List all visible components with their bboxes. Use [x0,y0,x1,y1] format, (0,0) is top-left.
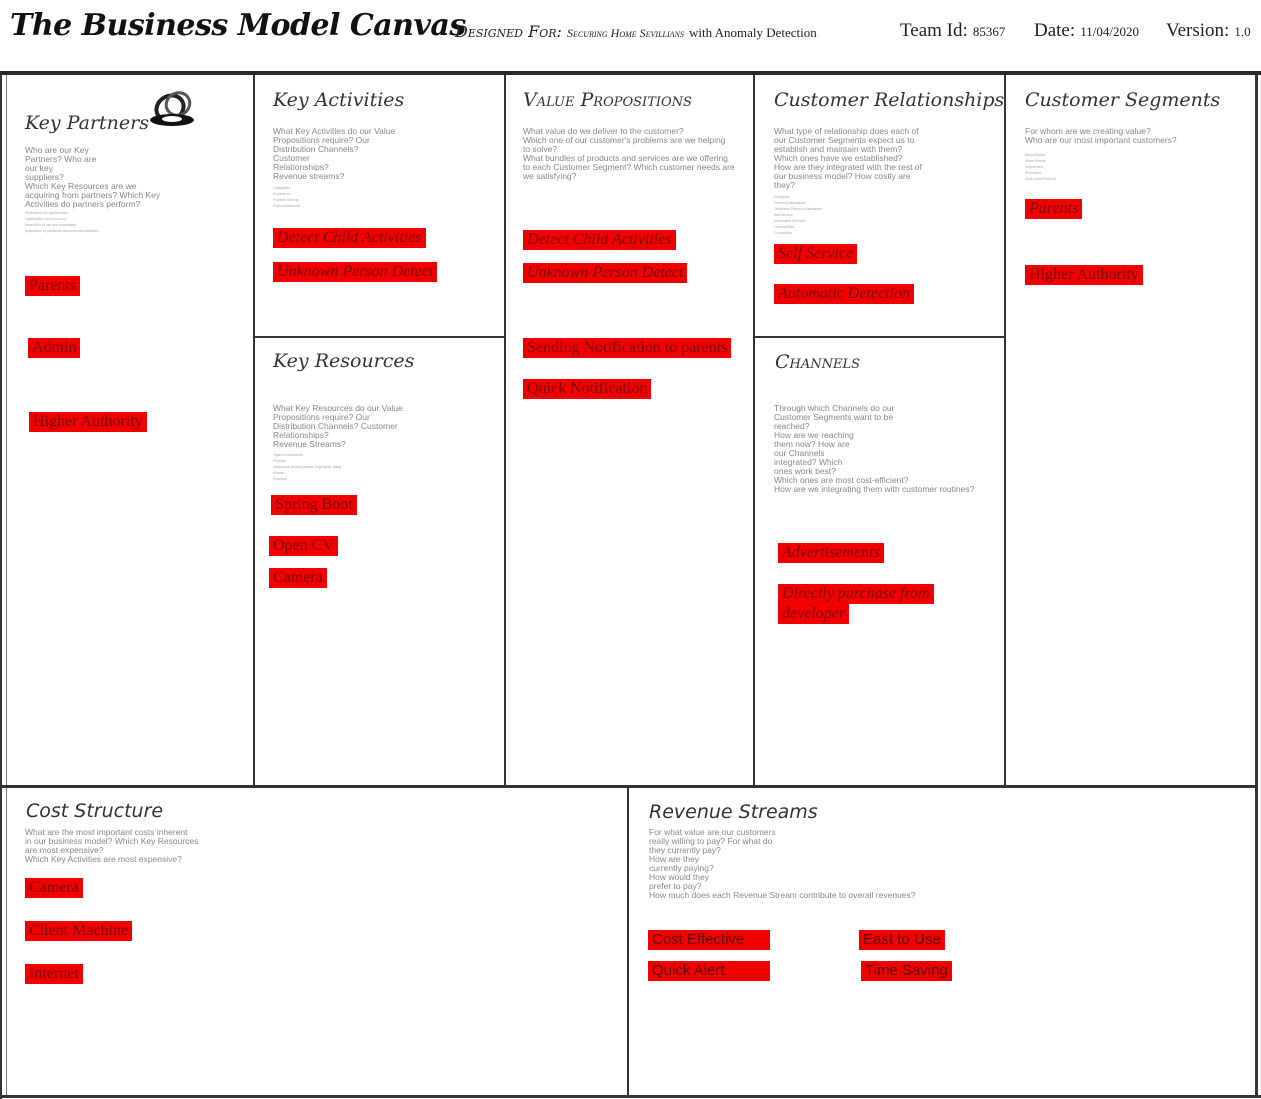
cost-structure-title: Cost Structure [26,800,164,822]
revenue-streams-item: Time Saving [861,961,952,981]
version: Version: 1.0 [1166,20,1251,42]
grid-col-1 [253,75,255,787]
grid-bottom-border [0,1095,1261,1098]
key-partners-item: Parents [25,276,81,296]
version-label: Version: [1166,20,1230,41]
key-resources-fineprint: Types of resources Physical Intellectual… [273,453,342,481]
key-partners-fineprint: Motivations for partnerships Optimizatio… [25,211,99,233]
revenue-streams-item: East to Use [859,930,945,950]
key-activities-fineprint: Categories Production Problem Solving Pl… [273,186,300,208]
value-propositions-item: Detect Child Activities [523,230,676,250]
team-id-value: 85367 [972,24,1006,39]
key-partners-prompt: Who are our Key Partners? Who are our ke… [25,145,161,209]
cost-structure-item: Internet [25,964,83,984]
value-propositions-prompt: What value do we deliver to the customer… [523,126,735,181]
value-propositions-title: Value Propositions [523,89,692,111]
page-title: The Business Model Canvas [10,8,466,43]
customer-segments-prompt: For whom are we creating value? Who are … [1025,126,1177,145]
grid-bottom-col [627,787,629,1097]
value-propositions-item: Quick Notification [523,379,652,399]
key-resources-item: Open CV [269,536,338,556]
customer-relationships-prompt: What type of relationship does each of o… [774,126,922,190]
key-resources-item: Spring Boot [271,495,357,515]
grid-col-3 [753,75,755,787]
value-propositions-item: Sending Notification to parents [523,338,732,358]
designed-for-value: Securing Home Sevillians [566,26,684,40]
cost-structure-item: Client Machine [25,921,133,941]
channels-item: developer [778,604,850,624]
grid-bottom-divider [0,785,1258,788]
key-activities-prompt: What Key Activities do our Value Proposi… [273,126,396,181]
key-partners-title: Key Partners [25,112,149,134]
customer-segments-item: Higher Authority [1025,265,1143,285]
key-resources-prompt: What Key Resources do our Value Proposit… [273,403,403,449]
channels-title: Channels [775,351,861,373]
grid-top-border [0,71,1261,75]
chain-link-icon [150,91,194,126]
version-value: 1.0 [1234,24,1251,39]
customer-segments-fineprint: Mass Market Niche Market Segmented Diver… [1025,153,1056,181]
cost-structure-item: Camera [25,878,83,898]
date-label: Date: [1034,20,1076,41]
key-activities-title: Key Activities [273,89,405,111]
team-id: Team Id: 85367 [900,20,1005,42]
grid-left-inner [6,75,7,1095]
grid-relationships-divider [755,336,1004,338]
key-activities-item: Detect Child Activities [273,228,426,248]
customer-relationships-item: Automatic Detection [774,284,914,304]
grid-col-2 [504,75,506,787]
customer-segments-title: Customer Segments [1025,89,1221,111]
cost-structure-prompt: What are the most important costs inhere… [25,827,199,864]
revenue-streams-prompt: For what value are our customers really … [649,827,916,900]
grid-activities-divider [255,336,504,338]
value-propositions-item: Unknown Person Detect [523,263,688,283]
key-partners-item: Higher Authority [29,412,147,432]
date-value: 11/04/2020 [1080,24,1139,39]
revenue-streams-item: Cost Effective [648,930,770,950]
team-id-label: Team Id: [900,20,968,41]
channels-prompt: Through which Channels do our Customer S… [774,403,975,494]
customer-relationships-fineprint: Examples Personal assistance Dedicated P… [774,195,823,235]
revenue-streams-item: Quick Alert [648,961,770,981]
designed-for-value-2: with Anomaly Detection [688,25,817,40]
date: Date: 11/04/2020 [1034,20,1139,42]
grid-right-border [1255,75,1258,1097]
customer-relationships-item: Self Service [774,244,858,264]
grid-col-4 [1004,75,1006,787]
key-resources-title: Key Resources [273,350,415,372]
key-activities-item: Unknown Person Detect [273,262,438,282]
designed-for-label: Designed For: [455,22,562,41]
grid-left-border [0,75,2,1099]
designed-for: Designed For: Securing Home Sevillians w… [455,22,817,41]
customer-segments-item: Parents [1025,199,1083,219]
channels-item: Directly purchase from [778,584,934,604]
revenue-streams-title: Revenue Streams [649,801,818,823]
channels-item: Advertisements [778,543,884,563]
key-resources-item: Camera [269,568,327,588]
key-partners-item: Admin [28,338,81,358]
customer-relationships-title: Customer Relationships [774,89,1005,111]
